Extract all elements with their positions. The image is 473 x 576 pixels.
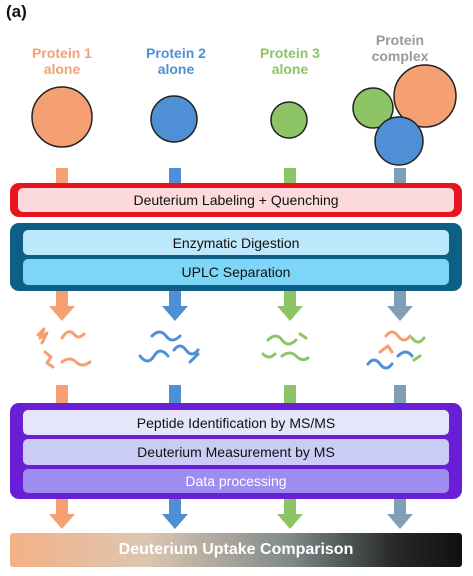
panel-label: (a)	[6, 2, 27, 21]
peptide-1d	[60, 357, 92, 367]
arrow-shaft-top-1	[56, 168, 68, 184]
data-processing-box: Data processing	[23, 469, 449, 493]
peptide-identification-box: Peptide Identification by MS/MS	[23, 410, 449, 435]
peptide-4b	[378, 344, 394, 354]
protein-1-circle	[31, 86, 93, 148]
complex-orange-circle	[393, 64, 457, 128]
arrow-shaft-top-2	[169, 168, 181, 184]
peptide-3a	[266, 334, 298, 346]
arrow-shaft-mid-2	[169, 289, 181, 308]
arrow-shaft-top-4	[394, 168, 406, 184]
labeling-step-box: Deuterium Labeling + Quenching	[18, 188, 454, 212]
peptide-3b	[261, 352, 277, 359]
arrow-head-mid-4	[387, 306, 413, 321]
column-label-protein-3: Protein 3 alone	[260, 45, 320, 77]
arrow-shaft-mid-1	[56, 289, 68, 308]
peptide-2c	[172, 344, 200, 356]
peptide-2b	[138, 349, 170, 363]
peptide-1b	[60, 330, 86, 340]
uplc-step-box: UPLC Separation	[23, 259, 449, 285]
peptide-4e	[410, 336, 426, 344]
peptide-3d	[298, 332, 308, 340]
peptide-2a	[150, 330, 182, 342]
arrow-shaft-bottom-4	[394, 497, 406, 516]
peptide-1c	[43, 350, 55, 369]
protein-2-circle	[150, 95, 198, 143]
complex-green-circle	[352, 87, 394, 129]
arrow-shaft-lower-4	[394, 385, 406, 406]
digestion-step-box: Enzymatic Digestion	[23, 230, 449, 255]
arrow-head-mid-2	[162, 306, 188, 321]
peptide-4d	[396, 350, 414, 358]
arrow-head-bottom-2	[162, 514, 188, 529]
arrow-shaft-lower-2	[169, 385, 181, 406]
arrow-shaft-lower-3	[284, 385, 296, 406]
arrow-shaft-mid-3	[284, 289, 296, 308]
arrow-shaft-mid-4	[394, 289, 406, 308]
column-label-protein-2: Protein 2 alone	[146, 45, 206, 77]
peptide-1a	[36, 327, 49, 345]
arrow-head-mid-1	[49, 306, 75, 321]
deuterium-uptake-comparison-bar: Deuterium Uptake Comparison	[10, 533, 462, 567]
arrow-head-bottom-1	[49, 514, 75, 529]
protein-3-circle	[270, 101, 308, 139]
arrow-head-bottom-4	[387, 514, 413, 529]
column-label-protein-1: Protein 1 alone	[32, 45, 92, 77]
arrow-shaft-bottom-2	[169, 497, 181, 516]
arrow-head-bottom-3	[277, 514, 303, 529]
peptide-4c	[366, 358, 394, 370]
arrow-shaft-bottom-1	[56, 497, 68, 516]
deuterium-measurement-box: Deuterium Measurement by MS	[23, 439, 449, 465]
arrow-shaft-bottom-3	[284, 497, 296, 516]
peptide-3c	[280, 351, 310, 362]
arrow-shaft-lower-1	[56, 385, 68, 406]
peptide-4f	[412, 354, 422, 362]
arrow-head-mid-3	[277, 306, 303, 321]
arrow-shaft-top-3	[284, 168, 296, 184]
complex-blue-circle	[374, 116, 424, 166]
peptide-4a	[384, 330, 412, 342]
column-label-protein-complex: Protein complex	[371, 32, 429, 64]
peptide-2d	[188, 352, 200, 364]
